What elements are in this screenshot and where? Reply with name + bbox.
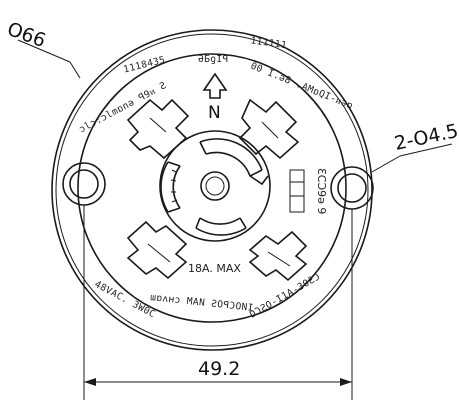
mounting-hole-right <box>330 166 374 210</box>
north-letter: N <box>208 103 221 123</box>
bottom-mid-text: ɯɒʌʜɔ MAN ƧOꟼƆONI <box>150 292 255 314</box>
rating-text: 18A. MAX <box>188 262 241 275</box>
terminal-top-right <box>238 98 300 160</box>
top-right-curved-slot <box>199 138 269 186</box>
outer-diameter-label: O66 <box>4 18 48 52</box>
top-arc-mid-text: ƏƂƍIꟼ <box>198 54 229 65</box>
inner-face-circle <box>77 53 347 323</box>
left-curved-slot <box>160 161 181 213</box>
mounting-hole-left <box>62 162 106 206</box>
outer-body-circle <box>51 29 373 351</box>
north-arrow <box>202 72 228 99</box>
terminal-top-left <box>126 98 190 160</box>
terminal-bottom-right <box>248 230 308 282</box>
hole-spacing-dimension <box>83 205 353 400</box>
hole-spacing-label: 49.2 <box>198 358 240 380</box>
side-label-text: ƐCƆ9ǝ 9 <box>315 168 328 214</box>
terminal-bottom-left <box>126 220 188 280</box>
top-arc-right-text: 00 I.ǝ8 .AMɒQI-ᴎǝɒ <box>249 61 355 112</box>
center-hub <box>159 130 271 242</box>
top-digits-right: 111111 <box>250 35 288 51</box>
side-label-block <box>289 169 305 213</box>
hole-spec-leader <box>371 143 453 173</box>
outer-diameter-leader <box>17 39 81 79</box>
bottom-curved-slot <box>195 217 247 236</box>
rim-band-circle <box>55 33 369 347</box>
bottom-left-text: 48VAC. 3W0C <box>93 279 158 320</box>
